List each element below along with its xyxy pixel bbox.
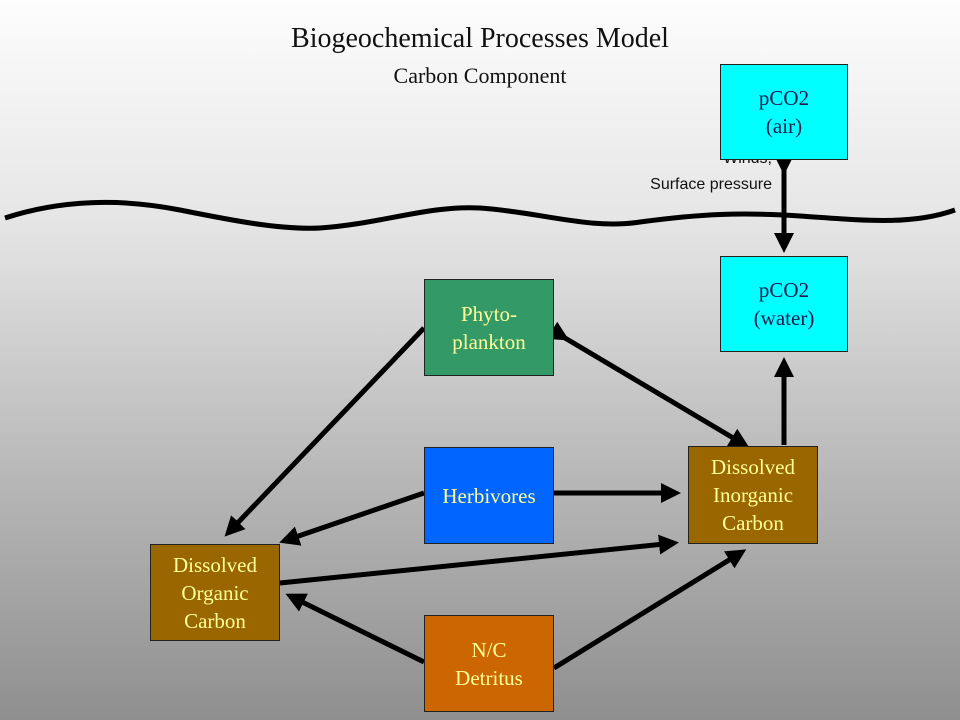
arrow-herbivores-to-doc	[279, 490, 425, 546]
node-pco2-water-label: pCO2 (water)	[753, 278, 815, 330]
arrow-phyto-to-doc	[224, 326, 426, 537]
node-dissolved-inorganic-carbon: Dissolved Inorganic Carbon	[688, 446, 818, 544]
arrow-detritus-to-dic	[552, 549, 747, 671]
node-pco2-water: pCO2 (water)	[720, 256, 848, 352]
node-pco2-air: pCO2 (air)	[720, 64, 848, 160]
node-phytoplankton: Phyto- plankton	[424, 279, 554, 376]
node-phytoplankton-label: Phyto- plankton	[452, 301, 526, 354]
node-herbivores: Herbivores	[424, 447, 554, 544]
node-dissolved-organic-carbon: Dissolved Organic Carbon	[150, 544, 280, 641]
diagram-title: Biogeochemical Processes Model	[291, 23, 669, 54]
arrow-detritus-to-doc	[285, 593, 426, 665]
node-detritus-label: N/C Detritus	[455, 637, 523, 690]
node-dic-label: Dissolved Inorganic Carbon	[711, 455, 795, 535]
arrow-phyto-dic-exchange	[546, 321, 750, 448]
diagram-subtitle: Carbon Component	[393, 63, 567, 88]
node-herbivores-label: Herbivores	[442, 483, 536, 508]
arrow-doc-to-dic	[279, 534, 679, 586]
sea-surface-wave	[4, 199, 956, 231]
annotation-line-2: Surface pressure	[650, 176, 772, 193]
node-pco2-air-label: pCO2 (air)	[758, 86, 810, 138]
node-doc-label: Dissolved Organic Carbon	[173, 552, 257, 633]
node-detritus: N/C Detritus	[424, 615, 554, 712]
